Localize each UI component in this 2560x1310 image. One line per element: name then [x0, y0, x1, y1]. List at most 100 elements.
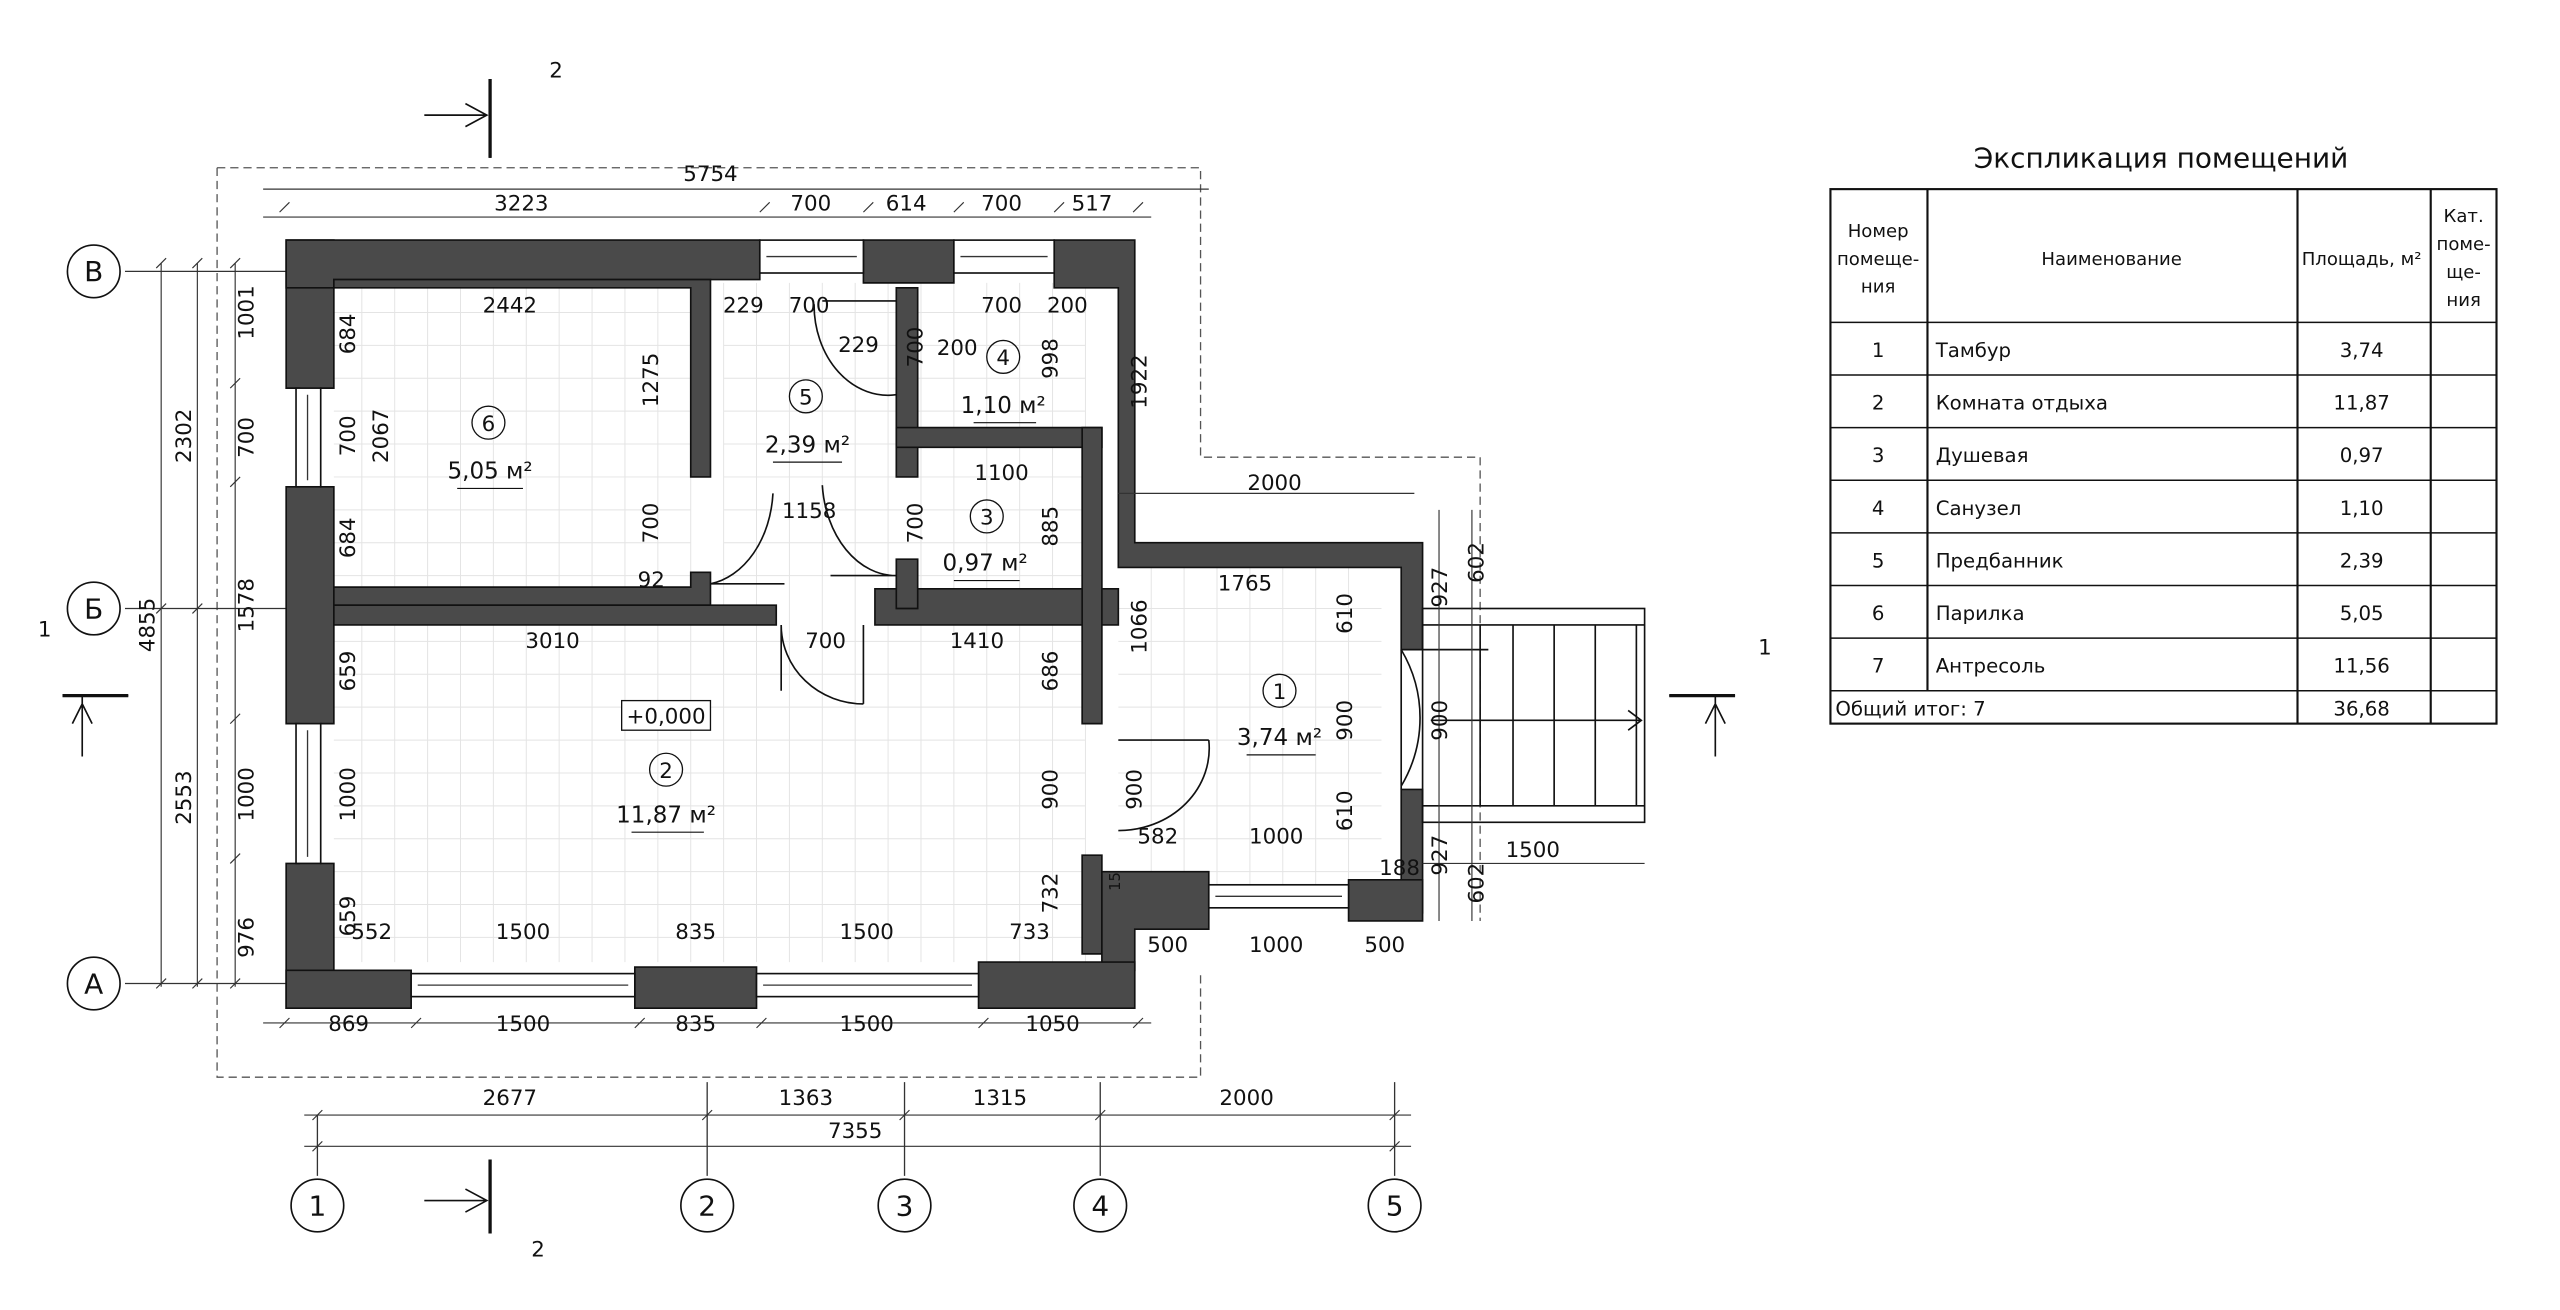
- row-area: 11,87: [2333, 392, 2389, 415]
- level-mark-box: [621, 699, 712, 731]
- header-cat: ще-: [2446, 262, 2481, 283]
- dim-text: 1158: [782, 499, 836, 524]
- dim-text: 2000: [1247, 471, 1301, 496]
- wall-wc-bottom: [895, 426, 1103, 449]
- dimension-texts: 5754 3223 700 614 700 517 869 1500 835 1…: [136, 162, 1560, 1144]
- dim-text: 900: [1122, 769, 1147, 810]
- row-area: 3,74: [2340, 339, 2384, 362]
- section-label-1-right: 1: [1758, 636, 1772, 661]
- room-tag-6: 6 5,05 м²: [448, 405, 533, 490]
- dim-text: 1000: [1249, 933, 1303, 958]
- dim-text: 2553: [172, 770, 197, 824]
- row-num: 1: [1872, 339, 1885, 362]
- door-swing-room5-top: [813, 300, 897, 397]
- row-name: Тамбур: [1935, 339, 2011, 362]
- dim-text: 686: [1038, 651, 1063, 692]
- dim-text: 2067: [369, 409, 394, 463]
- dim-text: 700: [805, 629, 846, 654]
- row-area: 11,56: [2333, 655, 2389, 678]
- wall-partition-mid2: [874, 587, 1120, 626]
- dim-text: 835: [675, 1012, 716, 1037]
- dim-text: 200: [1047, 293, 1088, 318]
- dim-text: 229: [723, 293, 764, 318]
- dim-text: 700: [790, 192, 831, 217]
- wall-room6: [333, 278, 712, 478]
- dim-text: 1765: [1218, 571, 1272, 596]
- table-row: 1 Тамбур 3,74: [1872, 339, 2384, 362]
- row-num: 5: [1872, 549, 1885, 572]
- dim-text: 15: [1107, 872, 1124, 891]
- room-area-2: 11,87 м²: [616, 802, 716, 828]
- walls: [285, 239, 1424, 1009]
- room-number-1: 1: [1273, 680, 1287, 705]
- section-labels: 1 1 2 2: [38, 58, 1772, 1262]
- explication-title: Экспликация помещений: [1974, 142, 2349, 175]
- dim-text: 2677: [483, 1086, 537, 1111]
- section-label-2-top: 2: [549, 58, 563, 83]
- dim-text: 200: [937, 336, 978, 361]
- room-area-4: 1,10 м²: [961, 393, 1046, 419]
- total-label: Общий итог: 7: [1835, 697, 1985, 720]
- header-cat: ния: [2446, 290, 2480, 311]
- row-name: Парилка: [1936, 602, 2025, 625]
- row-num: 2: [1872, 392, 1885, 415]
- dim-text: 900: [1038, 769, 1063, 810]
- header-num: ния: [1861, 277, 1895, 298]
- dim-text: 1066: [1127, 599, 1152, 653]
- dim-text: 900: [1333, 700, 1358, 741]
- wall-bottom-right: [977, 961, 1136, 1009]
- dim-text: 2302: [172, 409, 197, 463]
- room-area-3: 0,97 м²: [943, 551, 1028, 577]
- axis-label-a: А: [84, 967, 103, 1000]
- dim-text: 1315: [973, 1086, 1027, 1111]
- room-tag-3: 3 0,97 м²: [943, 499, 1028, 582]
- dim-text: 1000: [336, 767, 361, 821]
- row-num: 4: [1872, 497, 1885, 520]
- dim-text: 1001: [234, 285, 259, 339]
- section-label-2-bottom: 2: [531, 1237, 545, 1262]
- room-tags: 6 5,05 м² 5 2,39 м² 4 1,10 м² 3 0,97 м²: [448, 339, 1322, 833]
- row-num: 7: [1872, 655, 1885, 678]
- floor-plan: 1 1 2 2 В Б А 1 2 3 4 5: [38, 58, 1772, 1262]
- header-num: помеще-: [1837, 249, 1919, 270]
- axis-label-b: Б: [84, 592, 103, 625]
- row-area: 0,97: [2340, 444, 2384, 467]
- dim-text: 700: [234, 417, 259, 458]
- dim-text: 733: [1009, 920, 1050, 945]
- wall-shower: [895, 286, 919, 478]
- section-markers: [62, 78, 1736, 1234]
- row-num: 3: [1872, 444, 1885, 467]
- row-area: 1,10: [2340, 497, 2384, 520]
- dim-text: 602: [1464, 542, 1489, 583]
- header-cat: поме-: [2437, 234, 2491, 255]
- axis-bubbles: [66, 244, 1422, 1233]
- table-row: 7 Антресоль 11,56: [1872, 655, 2390, 678]
- table-row: 5 Предбанник 2,39: [1872, 549, 2384, 572]
- dim-text: 1410: [950, 629, 1004, 654]
- door-swing-shower: [821, 485, 897, 577]
- door-swing-room2: [780, 624, 865, 705]
- dim-text: 1500: [1506, 838, 1560, 863]
- header-num: Номер: [1848, 221, 1909, 242]
- dim-text: 700: [904, 503, 929, 544]
- door-swing-room6: [710, 493, 785, 585]
- table-total-row: Общий итог: 7 36,68: [1835, 697, 2389, 720]
- dim-text: 684: [336, 313, 361, 354]
- dim-text: 835: [675, 920, 716, 945]
- room-number-2: 2: [659, 759, 673, 784]
- table-header: Номер помеще- ния Наименование Площадь, …: [1837, 206, 2491, 311]
- dim-text: 500: [1147, 933, 1188, 958]
- row-name: Комната отдыха: [1936, 392, 2108, 415]
- dim-text: 684: [336, 517, 361, 558]
- table-row: 6 Парилка 5,05: [1872, 602, 2384, 625]
- dim-text: 582: [1137, 825, 1178, 850]
- header-name: Наименование: [2041, 249, 2182, 270]
- dim-text: 1050: [1025, 1012, 1079, 1037]
- dim-text: 700: [981, 192, 1022, 217]
- header-cat: Кат.: [2444, 206, 2484, 227]
- dim-text: 92: [638, 568, 665, 593]
- dim-text: 1500: [840, 920, 894, 945]
- stairs: [1421, 607, 1646, 824]
- room-area-6: 5,05 м²: [448, 459, 533, 485]
